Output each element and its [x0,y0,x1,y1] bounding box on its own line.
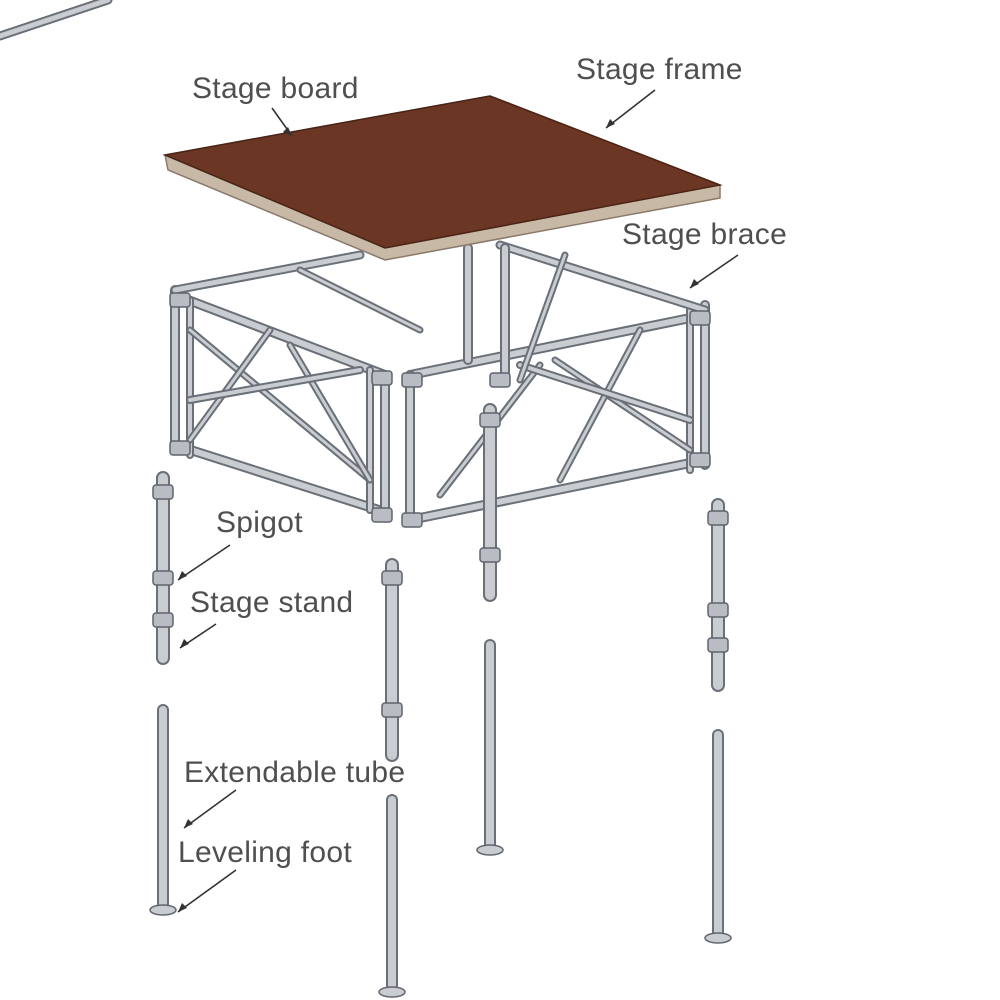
frame-bottom-rail [170,440,390,517]
corner-rail-fragment [0,0,113,41]
spigot-clamp [381,702,403,718]
brace-diagonal [186,326,274,444]
leader-stage-frame [605,89,656,129]
leveling-foot [476,844,504,856]
label-spigot: Spigot [216,506,303,539]
arrow-leveling-foot [178,903,187,912]
brace-diagonal [551,356,694,454]
spigot-clamp [707,637,729,653]
brace-diagonal [186,326,374,484]
brace-diagonal [516,251,569,384]
frame-clamp [401,372,423,388]
frame-top-rail [405,310,710,380]
leveling-foot [378,986,406,998]
spigot-clamp [479,547,501,563]
label-stage-board: Stage board [192,72,359,105]
frame-clamp [401,512,423,528]
frame-clamp [169,440,191,456]
frame-clamp [371,507,393,523]
brace-diagonal [556,326,644,484]
frame-clamp [689,452,711,468]
stage-stands [149,403,732,998]
arrow-extendable-tube [184,819,193,828]
frame-back-rail [186,366,364,404]
frame-top-rail [170,290,390,380]
spigot-clamp [152,612,174,628]
spigot-clamp [707,602,729,618]
arrow-spigot [178,571,187,580]
frame-clamp [689,310,711,326]
label-stage-brace: Stage brace [622,218,787,251]
arrow-stage-stand [180,639,189,648]
label-stage-frame: Stage frame [576,53,743,86]
spigot-clamp [152,570,174,586]
label-leveling-foot: Leveling foot [178,836,352,869]
spigot-clamp [381,570,403,586]
leveling-foot [149,904,177,916]
frame-clamp [169,292,191,308]
arrow-stage-brace [690,279,699,288]
stage-frame [169,240,711,528]
spigot-clamp [152,484,174,500]
leader-spigot [177,544,231,581]
arrow-stage-frame [606,119,615,128]
leveling-foot [704,932,732,944]
leader-stage-brace [689,254,739,289]
labels: Stage board Stage frame Stage brace Spig… [178,53,787,869]
frame-back-rail [495,240,710,315]
leader-extendable-tube [183,789,237,829]
stage-board [162,95,723,261]
spigot-clamp [479,412,501,428]
frame-clamp [371,370,393,386]
frame-clamp [489,372,511,388]
leader-lines [177,89,739,913]
spigot-clamp [707,510,729,526]
brace-diagonal [286,341,374,484]
brace-diagonal [296,266,424,334]
label-extendable-tube: Extendable tube [184,756,405,789]
label-stage-stand: Stage stand [190,586,353,619]
frame-bottom-rail [405,455,710,525]
frame-back-rail [516,361,694,424]
arrow-stage-board [283,127,292,136]
leader-leveling-foot [177,869,237,913]
frame-back-rail [170,250,365,295]
